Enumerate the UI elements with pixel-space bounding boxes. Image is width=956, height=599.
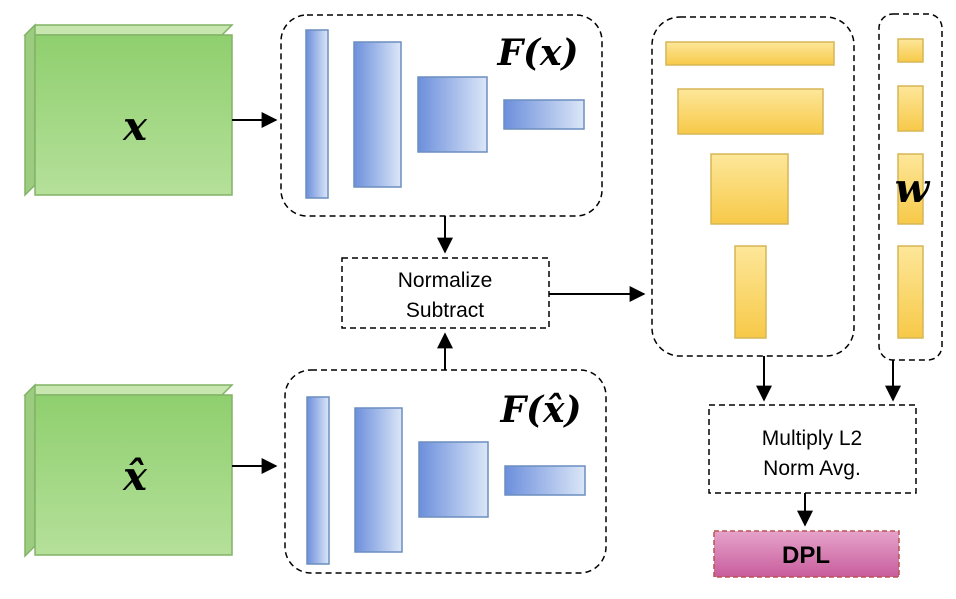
input-block-x-hat: x̂: [23, 383, 234, 558]
layer-3: [417, 76, 488, 153]
layer-1: [306, 396, 330, 565]
weights-column: w: [878, 13, 943, 361]
layer-4: [504, 465, 586, 496]
norm-avg-label: Norm Avg.: [763, 457, 861, 480]
subtract-label: Subtract: [406, 299, 484, 322]
input-label-x-hat: x̂: [122, 453, 148, 500]
layer-3: [418, 441, 489, 518]
layer-1: [305, 29, 329, 199]
layer-2: [353, 41, 402, 188]
normalize-label: Normalize: [398, 269, 493, 292]
network-bottom: F(x̂): [284, 369, 607, 574]
network-top: F(x): [280, 14, 603, 217]
dpl-label: DPL: [782, 542, 830, 569]
multiply-label: Multiply L2: [762, 427, 862, 450]
weight-3: [897, 153, 924, 225]
weights-label: w: [895, 165, 931, 212]
feature-diff-2: [677, 88, 824, 135]
layer-4: [503, 99, 585, 130]
dpl-output: DPL: [713, 530, 900, 578]
input-block-x: x: [23, 23, 234, 197]
network-label-bottom: F(x̂): [499, 389, 581, 431]
input-label-x: x: [122, 103, 148, 150]
layer-2: [354, 407, 403, 553]
network-label-top: F(x): [496, 32, 578, 74]
multiply-l2-box: Multiply L2 Norm Avg.: [708, 404, 917, 494]
normalize-subtract-box: Normalize Subtract: [341, 257, 550, 329]
feature-differences: [651, 16, 855, 357]
feature-diff-3: [710, 153, 789, 225]
feature-diff-1: [665, 41, 835, 66]
feature-diff-4: [734, 245, 767, 339]
weight-4: [897, 245, 924, 339]
weight-2: [897, 85, 924, 132]
weight-1: [897, 38, 924, 63]
